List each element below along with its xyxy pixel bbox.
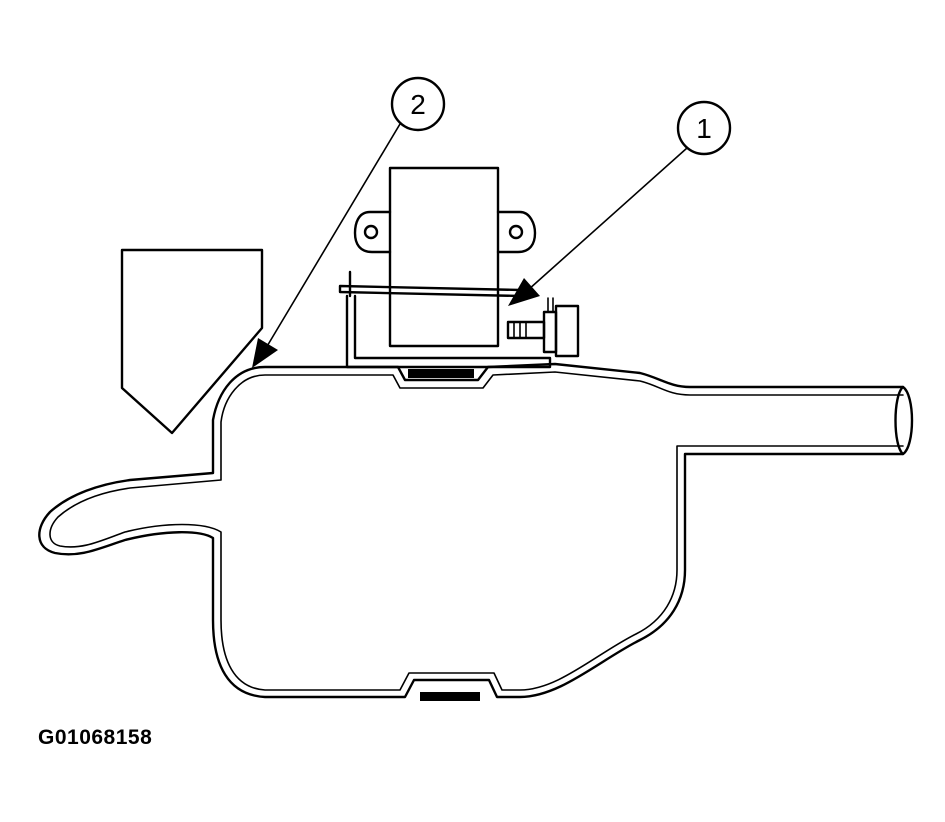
callout-1: 1 [508, 100, 732, 306]
callout-2-arrowhead [252, 338, 278, 368]
callout-1-leader [527, 147, 688, 291]
right-ear-hole [508, 224, 524, 240]
reference-arrow-marker [120, 248, 264, 435]
control-module [353, 166, 537, 348]
module-body [388, 166, 500, 348]
callout-1-label: 1 [696, 113, 712, 144]
exhaust-outer-outline [38, 362, 905, 699]
module-left-ear [353, 210, 392, 254]
exhaust-inner-outline [49, 371, 904, 691]
exhaust-system [38, 362, 914, 701]
mounting-bracket [338, 270, 580, 369]
callout-2-circle [390, 76, 446, 132]
callout-1-circle [676, 100, 732, 156]
bracket-body [345, 294, 552, 369]
left-ear-hole [363, 224, 379, 240]
tailpipe-end [894, 385, 914, 456]
figure-id: G01068158 [38, 726, 153, 749]
callout-2-label: 2 [410, 89, 426, 120]
callout-2: 2 [252, 76, 446, 368]
bottom-heat-pad [420, 692, 480, 701]
callout-2-leader [265, 123, 401, 349]
bracket-bolt [506, 297, 580, 358]
top-heat-pad [408, 369, 474, 378]
bracket-strap [338, 284, 522, 298]
callout-1-arrowhead [508, 278, 540, 306]
module-right-ear [496, 210, 537, 254]
